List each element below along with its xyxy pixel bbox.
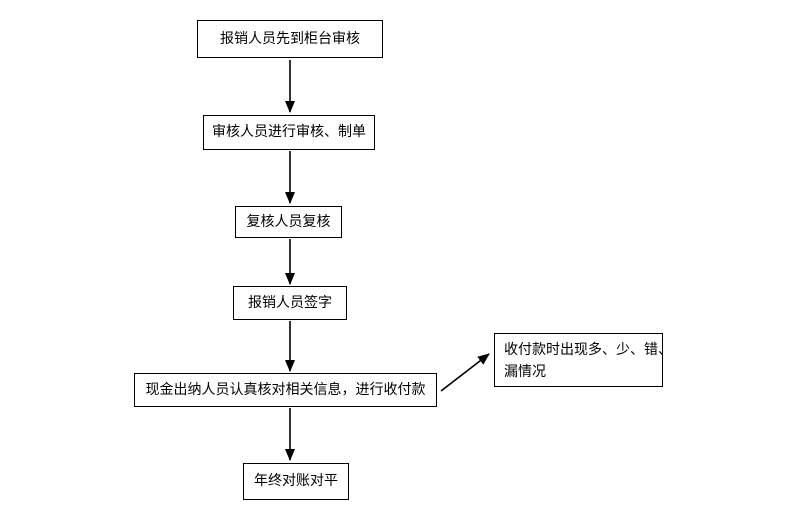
exception-label-line2: 漏情况 — [504, 364, 546, 380]
flow-node-payment-exception: 收付款时出现多、少、错、 漏情况 — [494, 333, 672, 387]
flow-node-recheck: 复核人员复核 — [235, 206, 342, 238]
flow-node-yearend-reconciliation: 年终对账对平 — [243, 463, 349, 500]
flow-node-cashier-verify-payment: 现金出纳人员认真核对相关信息，进行收付款 — [134, 373, 437, 407]
flow-node-signature: 报销人员签字 — [233, 286, 347, 320]
exception-label-line1: 收付款时出现多、少、错、 — [504, 342, 672, 358]
flow-node-review-and-voucher: 审核人员进行审核、制单 — [203, 115, 375, 150]
arrow-step5-to-exception — [440, 353, 490, 392]
flow-node-counter-review: 报销人员先到柜台审核 — [197, 20, 383, 58]
